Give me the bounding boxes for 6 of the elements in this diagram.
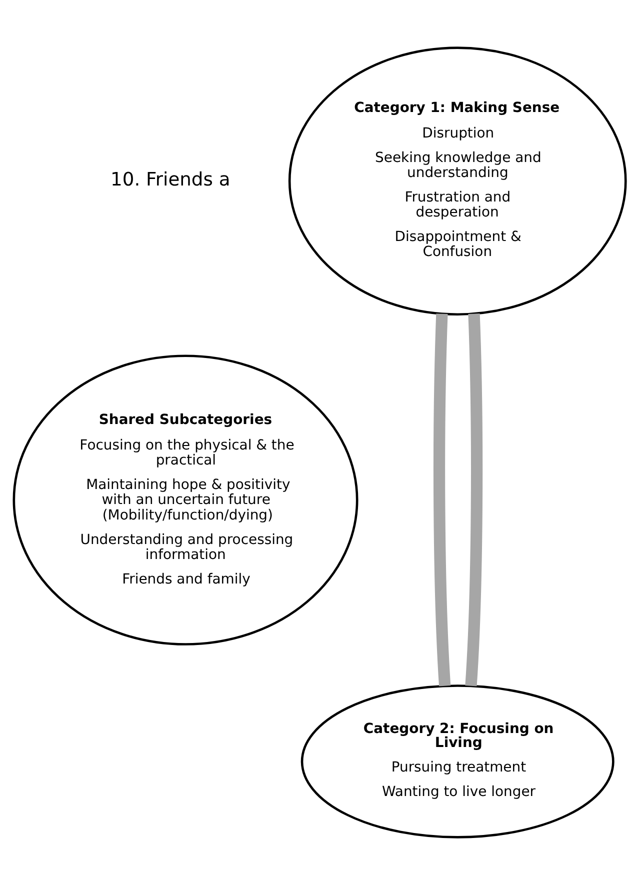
node-ellipse: Category 2: Focusing on Living Pursuing treatment Wanting to live longer <box>300 684 614 838</box>
node-ellipse: Category 1: Making Sense Disruption Seeking knowledge and understanding Frustration and desperation Disappointment & Confusion <box>288 46 626 316</box>
node-ellipse: Shared Subcategories Focusing on the physical & the practical Maintaining hope & positivity with an uncertain future (Mobility/function/dying) Understanding and processing information Friends and family <box>12 354 358 645</box>
connector <box>464 313 482 686</box>
label: 10. Friends a <box>110 169 230 190</box>
connector <box>432 313 450 686</box>
